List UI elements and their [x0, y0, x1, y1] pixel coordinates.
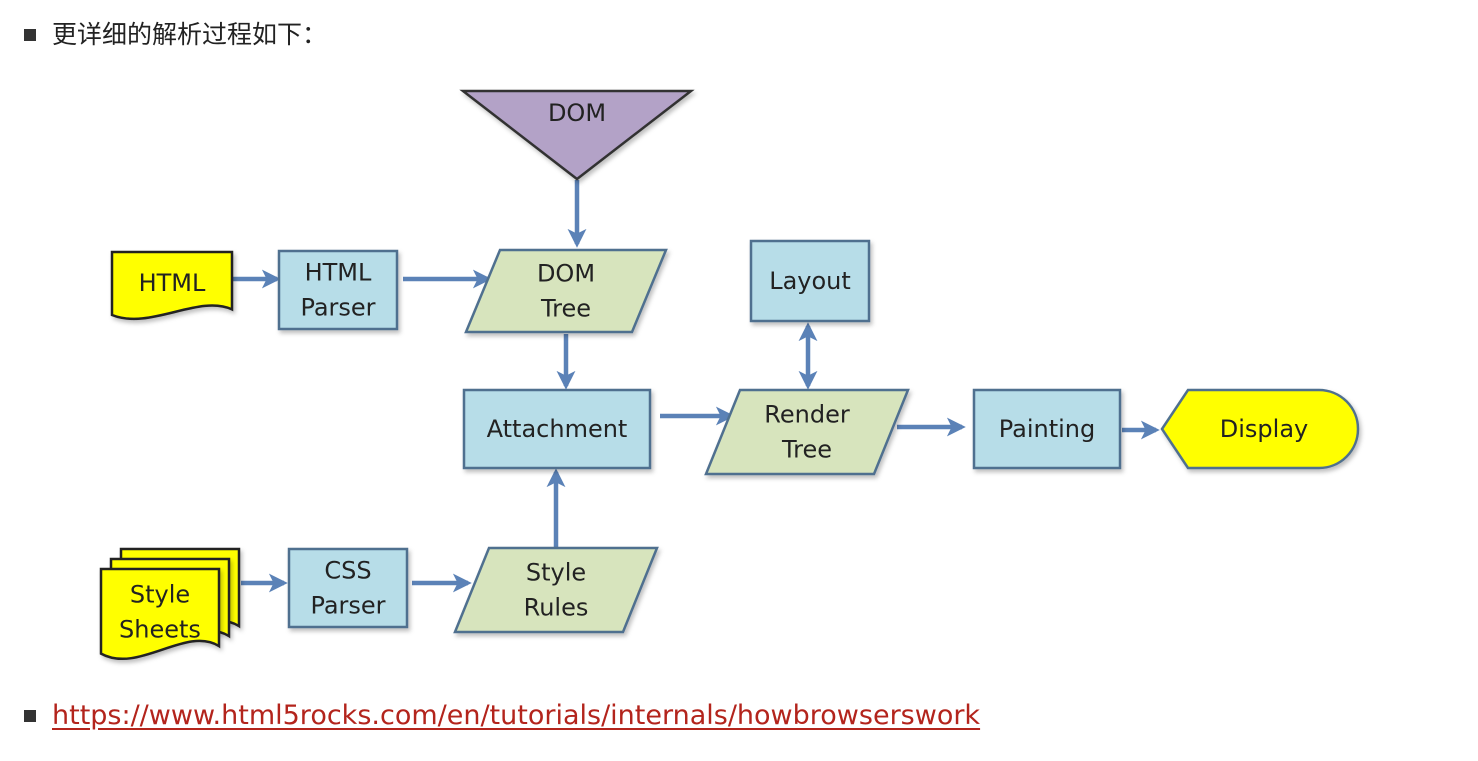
node-label: Style — [130, 581, 190, 609]
node-display: Display — [1160, 388, 1360, 470]
node-label: Parser — [300, 294, 375, 322]
node-label: Parser — [310, 592, 385, 620]
node-css-parser: CSS Parser — [287, 547, 409, 629]
intro-bullet: 更详细的解析过程如下： — [24, 22, 327, 47]
node-label: Style — [526, 559, 586, 587]
node-label: Layout — [769, 267, 851, 295]
reference-bullet: https://www.html5rocks.com/en/tutorials/… — [24, 702, 980, 729]
node-dom-tree: DOM Tree — [464, 248, 668, 334]
reference-link[interactable]: https://www.html5rocks.com/en/tutorials/… — [52, 700, 981, 731]
bullet-square-icon — [24, 709, 36, 722]
node-label: DOM — [537, 260, 595, 288]
node-label: CSS — [324, 557, 371, 585]
node-label: HTML — [305, 259, 372, 287]
node-label: DOM — [548, 99, 606, 127]
node-dom: DOM — [459, 89, 695, 181]
diagram-edges — [233, 180, 1160, 593]
node-layout: Layout — [749, 239, 871, 323]
node-label: HTML — [139, 269, 206, 297]
node-attachment: Attachment — [462, 388, 652, 470]
node-html-parser: HTML Parser — [277, 249, 399, 331]
node-painting: Painting — [972, 388, 1122, 470]
node-label: Tree — [540, 295, 591, 323]
diagram-nodes: DOM HTML HTML Parser DOM Tree LayoutAttachment… — [99, 89, 1360, 660]
node-label: Attachment — [487, 415, 628, 443]
intro-text: 更详细的解析过程如下： — [52, 20, 328, 49]
bullet-square-icon — [24, 28, 36, 41]
node-label: Tree — [781, 436, 832, 464]
node-label: Sheets — [119, 616, 201, 644]
node-html: HTML — [110, 250, 234, 321]
node-label: Rules — [524, 594, 589, 622]
node-label: Painting — [999, 415, 1096, 443]
node-label: Display — [1220, 415, 1308, 443]
node-label: Render — [764, 401, 850, 429]
